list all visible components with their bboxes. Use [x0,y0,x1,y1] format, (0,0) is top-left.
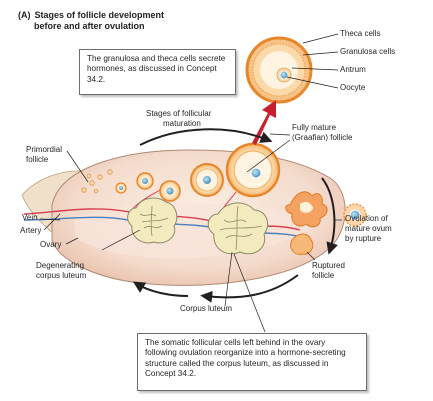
label-ovulation-line3: by rupture [345,234,382,243]
luteal-cycle-arrow [200,274,299,303]
ruptured-follicle-shape [290,233,314,255]
label-ruptured-line1: Ruptured [312,261,345,270]
label-antrum: Antrum [340,65,366,74]
primary-follicle [115,182,127,194]
label-artery: Artery [20,226,41,235]
label-mature-line1: Fully mature [292,123,337,132]
label-corpus-luteum: Corpus luteum [180,304,232,313]
label-primordial-line2: follicle [26,155,49,164]
label-oocyte: Oocyte [340,83,366,92]
label-ovary: Ovary [40,240,61,249]
maturation-arrow [139,128,273,146]
label-degenerating-line1: Degenerating [36,261,84,270]
figure-title: (A)Stages of follicle development before… [18,10,164,32]
corpus-luteum [207,202,269,255]
label-vein: Vein [22,213,38,222]
released-ovum [343,203,367,227]
label-mature-line2: (Graafian) follicle [292,133,353,142]
callout-corpus-luteum: The somatic follicular cells left behind… [137,333,367,391]
label-ovulation-line2: mature ovum [345,224,392,233]
label-granulosa-cells: Granulosa cells [340,47,395,56]
label-primordial-line1: Primordial [26,145,62,154]
label-theca-cells: Theca cells [340,29,380,38]
label-ruptured-line2: follicle [312,271,335,280]
callout-corpus-luteum-text: The somatic follicular cells left behind… [145,338,346,379]
regression-cycle-arrow [132,281,189,297]
title-line-1: Stages of follicle development [34,10,165,20]
degenerating-corpus-luteum [127,197,178,244]
follicle-detail [245,36,313,104]
primordial-follicles [81,169,113,194]
label-degenerating-line2: corpus luteum [36,271,87,280]
enlarge-arrow [252,100,276,145]
secondary-follicle [136,172,154,190]
panel-label: (A) [18,10,31,20]
tertiary-follicle [190,163,224,197]
label-ovulation-line1: Ovulation of [345,214,388,223]
tertiary-follicle-small [159,180,181,202]
title-line-2: before and after ovulation [34,21,145,31]
label-stages-line2: maturation [163,119,201,128]
leader-lines [39,33,342,333]
ovulation-cycle-arrow [321,177,338,255]
callout-hormones: The granulosa and theca cells secrete ho… [79,49,236,95]
callout-hormones-text: The granulosa and theca cells secrete ho… [87,54,226,84]
graafian-follicle [225,142,281,198]
rupturing-follicle [285,191,328,228]
label-stages-line1: Stages of follicular [146,109,212,118]
